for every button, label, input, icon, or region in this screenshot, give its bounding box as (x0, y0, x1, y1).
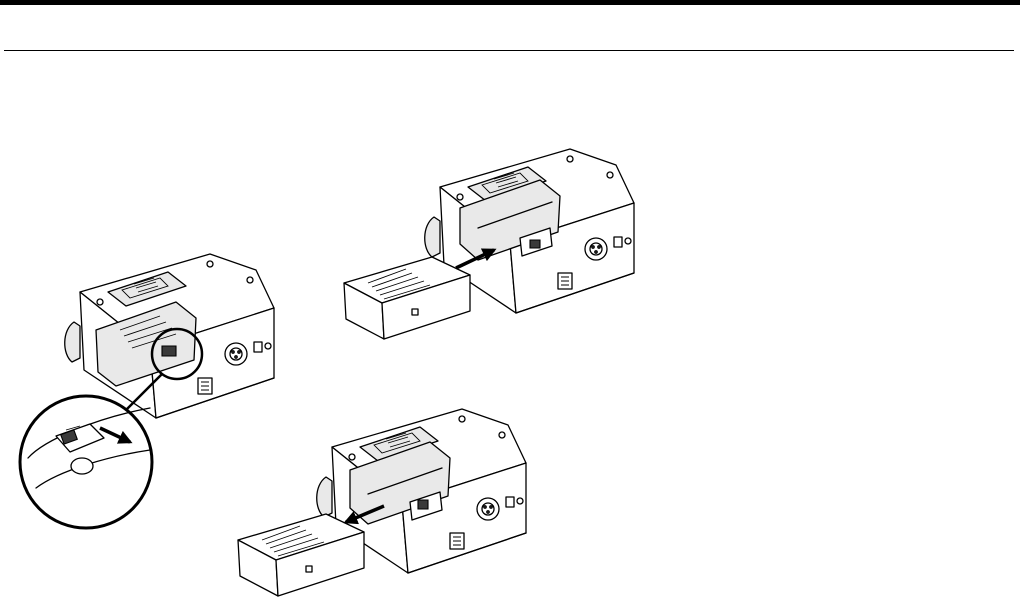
battery-removal-illustration (238, 409, 526, 596)
battery-insertion-illustration (344, 149, 634, 339)
battery-latch-illustration (20, 254, 274, 528)
magnifier-circle-icon (20, 396, 152, 528)
